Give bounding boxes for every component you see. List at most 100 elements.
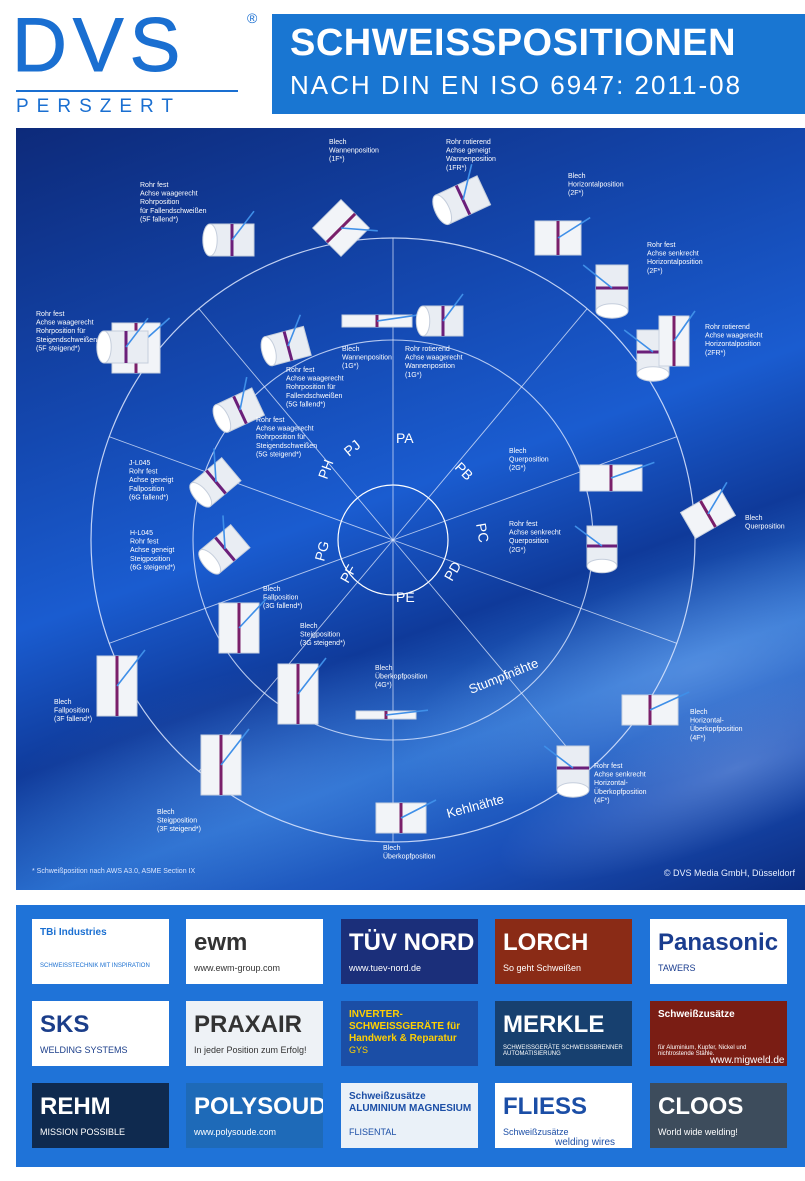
position-label-line: Achse waagerecht [405, 355, 463, 362]
position-label-line: Horizontal- [594, 780, 629, 787]
workpiece-pipe [198, 515, 251, 575]
position-label-line: Überkopfposition [594, 788, 647, 796]
position-label-line: Blech [375, 665, 393, 672]
position-label-line: (5F steigend*) [36, 345, 80, 352]
position-label-line: Achse waagerecht [36, 320, 94, 327]
position-label-line: Steigposition [300, 632, 340, 639]
electrode [222, 515, 226, 550]
electrode [582, 264, 613, 289]
position-label-line: Achse geneigt [129, 477, 173, 484]
sponsor-name: FLIESS [503, 1093, 588, 1120]
workpiece-plate [621, 691, 690, 726]
position-label-line: Steigposition [130, 556, 170, 563]
logo-wordmark: DVS [11, 3, 187, 88]
logo-registered-mark: ® [247, 10, 258, 26]
workpiece-plate [312, 199, 378, 257]
position-code-pc: PC [473, 522, 492, 544]
position-label-line: Achse geneigt [130, 547, 174, 554]
workpiece-plate [277, 657, 327, 725]
copyright: © DVS Media GmbH, Düsseldorf [663, 868, 795, 878]
page-header: DVS ® PERSZERT SCHWEISSPOSITIONEN NACH D… [0, 0, 805, 128]
sponsor-tagline: www.ewm-group.com [194, 963, 281, 973]
position-label-line: (2F*) [568, 190, 584, 197]
position-wheel: PAPBPCPDPEPFPGPHPJStumpfnähteKehlnähteBl… [36, 139, 785, 861]
position-label-line: Rohr rotierend [705, 324, 750, 331]
position-label-line: Blech [54, 699, 72, 706]
sponsor-tagline: World wide welding! [658, 1127, 738, 1137]
position-label-line: Achse senkrecht [509, 530, 561, 537]
position-code-pd: PD [441, 559, 465, 584]
workpiece-plate [579, 461, 655, 492]
workpiece-pipe [415, 293, 464, 337]
position-code-pe: PE [396, 589, 415, 605]
position-label-line: Achse waagerecht [140, 191, 198, 198]
position-label-line: Rohrposition [140, 199, 179, 206]
pipe-end [189, 482, 213, 508]
position-label-line: (6G steigend*) [130, 564, 175, 571]
sponsor-tile[interactable]: POLYSOUDEwww.polysoude.com [186, 1083, 323, 1148]
position-label-line: Blech [157, 809, 175, 816]
workpiece-plate [375, 799, 437, 834]
electrode [400, 799, 437, 819]
sponsor-name: TBi Industries [40, 927, 107, 938]
electrode [623, 329, 654, 353]
electrode [297, 657, 327, 695]
sponsor-name: Schweißzusätze ALUMINIUM MAGNESIUM [349, 1091, 472, 1114]
sponsor-tagline: So geht Schweißen [503, 963, 582, 973]
sponsor-tagline: www.polysoude.com [194, 1127, 277, 1137]
position-code-pa: PA [396, 430, 414, 446]
pipe-end [556, 782, 590, 798]
position-label-line: (2F*) [647, 268, 663, 275]
sponsor-name: SKS [40, 1011, 90, 1038]
position-label-line: Rohr fest [286, 367, 314, 374]
position-label-line: Achse waagerecht [256, 426, 314, 433]
arc-label: Kehlnähte [445, 791, 505, 821]
radial-line [392, 539, 677, 644]
position-label-line: (3G fallend*) [263, 603, 302, 610]
position-label-line: Fallendschweißen [286, 393, 343, 400]
workpiece-plate [200, 728, 250, 796]
dvs-logo: DVS ® PERSZERT [11, 3, 267, 120]
sponsor-tagline: In jeder Position zum Erfolg! [194, 1045, 307, 1055]
position-label-line: J-L045 [129, 460, 151, 467]
position-label-line: Rohr fest [594, 763, 622, 770]
position-label-line: Fallposition [54, 708, 90, 715]
position-label-line: Fallposition [129, 486, 165, 493]
sponsor-tile[interactable]: INVERTER-SCHWEISSGERÄTE für Handwerk & R… [341, 1001, 478, 1066]
sponsor-tagline: WELDING SYSTEMS [40, 1045, 128, 1055]
pipe-end [212, 404, 232, 433]
position-label-line: Achse geneigt [446, 148, 490, 155]
position-code-pj: PJ [341, 437, 364, 460]
sponsor-tile[interactable]: SKS WELDING SYSTEMS [32, 1001, 169, 1066]
pipe-end [198, 549, 222, 575]
position-label-line: Rohr fest [129, 469, 157, 476]
workpiece-pipe [189, 448, 242, 508]
position-label-line: (1G*) [342, 363, 359, 370]
radial-line [109, 436, 394, 541]
electrode [238, 597, 268, 629]
